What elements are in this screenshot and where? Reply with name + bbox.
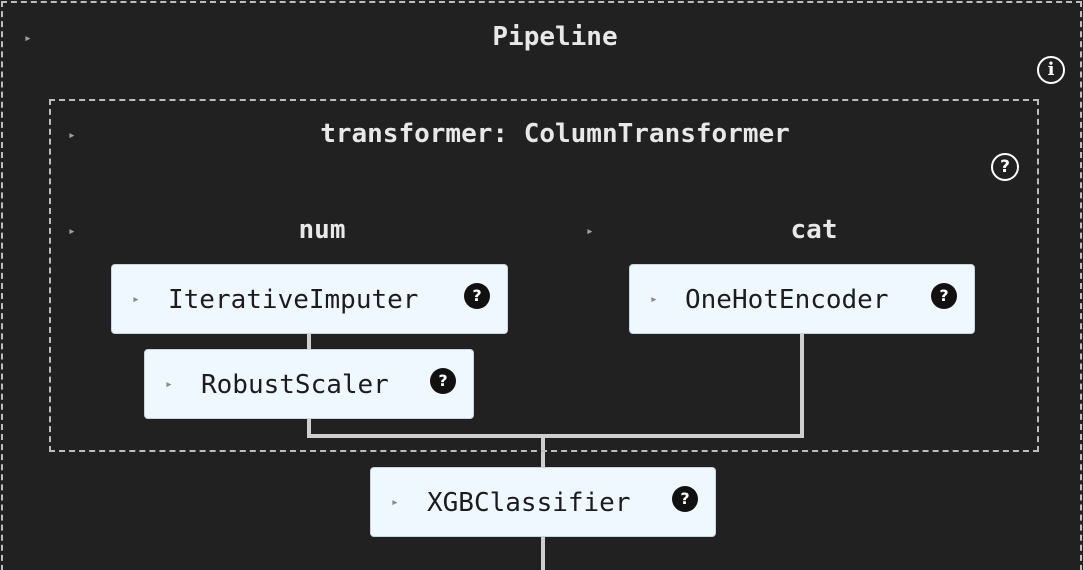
estimator-robust-scaler[interactable]: ▸ RobustScaler ? xyxy=(144,349,474,419)
pipeline-expand-caret[interactable]: ▸ xyxy=(24,31,32,46)
pipeline-title[interactable]: Pipeline xyxy=(492,22,618,52)
estimator-caret[interactable]: ▸ xyxy=(132,292,140,307)
column-transformer-container xyxy=(49,99,1039,452)
connector-branches-merge xyxy=(307,333,804,438)
estimator-label: XGBClassifier xyxy=(427,488,631,518)
help-icon[interactable]: ? xyxy=(464,283,490,309)
help-icon[interactable]: ? xyxy=(672,486,698,512)
branch-cat-title[interactable]: cat xyxy=(790,215,838,245)
estimator-label: IterativeImputer xyxy=(168,285,419,315)
estimator-one-hot-encoder[interactable]: ▸ OneHotEncoder ? xyxy=(629,264,975,334)
num-branch-caret[interactable]: ▸ xyxy=(68,224,76,239)
estimator-label: OneHotEncoder xyxy=(685,285,889,315)
transformer-title[interactable]: transformer: ColumnTransformer xyxy=(320,119,790,149)
branch-num-title[interactable]: num xyxy=(298,215,346,245)
cat-branch-caret[interactable]: ▸ xyxy=(586,224,594,239)
estimator-label: RobustScaler xyxy=(201,370,389,400)
transformer-expand-caret[interactable]: ▸ xyxy=(68,128,76,143)
help-icon[interactable]: ? xyxy=(430,368,456,394)
estimator-iterative-imputer[interactable]: ▸ IterativeImputer ? xyxy=(111,264,508,334)
transformer-help-icon[interactable]: ? xyxy=(991,153,1019,181)
estimator-xgb-classifier[interactable]: ▸ XGBClassifier ? xyxy=(370,467,716,537)
estimator-caret[interactable]: ▸ xyxy=(391,495,399,510)
help-icon[interactable]: ? xyxy=(931,283,957,309)
info-icon[interactable]: i xyxy=(1037,56,1065,84)
estimator-caret[interactable]: ▸ xyxy=(165,377,173,392)
estimator-caret[interactable]: ▸ xyxy=(650,292,658,307)
